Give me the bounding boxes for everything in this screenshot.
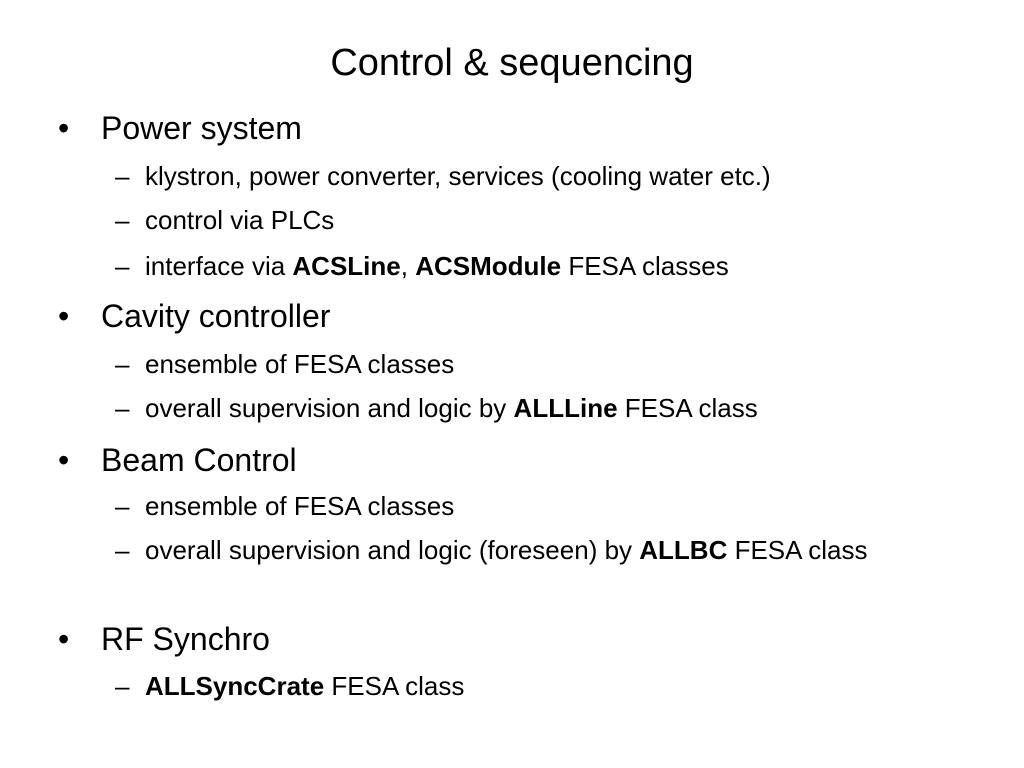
class-name: ACSModule xyxy=(415,251,562,281)
bullet-icon: • xyxy=(58,110,70,146)
text-segment: FESA classes xyxy=(561,251,729,281)
text-segment: FESA class xyxy=(324,671,465,701)
text-segment: FESA class xyxy=(727,535,868,565)
dash-icon: – xyxy=(115,251,130,281)
dash-icon: – xyxy=(115,491,130,521)
text-segment: klystron, power converter, services (coo… xyxy=(145,161,771,191)
dash-icon: – xyxy=(115,161,130,191)
dash-icon: – xyxy=(115,671,130,701)
dash-icon: – xyxy=(115,535,130,565)
class-name: ALLSyncCrate xyxy=(145,671,325,701)
dash-icon: – xyxy=(115,349,130,379)
bullet-icon: • xyxy=(58,442,70,478)
section-heading-text: RF Synchro xyxy=(101,621,270,657)
list-item-text: overall supervision and logic by ALLLine… xyxy=(145,390,915,426)
text-segment: ensemble of FESA classes xyxy=(145,349,455,379)
text-segment: overall supervision and logic by xyxy=(145,393,514,423)
class-name: ALLLine xyxy=(513,393,618,423)
list-item-text: control via PLCs xyxy=(145,202,915,238)
list-item-text: klystron, power converter, services (coo… xyxy=(145,158,915,194)
section-heading-text: Power system xyxy=(101,110,302,146)
bullet-icon: • xyxy=(58,621,70,657)
bullet-icon: • xyxy=(58,298,70,334)
text-segment: overall supervision and logic (foreseen)… xyxy=(145,535,640,565)
list-item-text: ensemble of FESA classes xyxy=(145,346,915,382)
text-segment: ensemble of FESA classes xyxy=(145,491,455,521)
text-segment: , xyxy=(400,251,416,281)
text-segment: FESA class xyxy=(617,393,758,423)
section-heading-text: Beam Control xyxy=(101,442,297,478)
list-item-text: overall supervision and logic (foreseen)… xyxy=(145,532,915,568)
list-item-text: ALLSyncCrate FESA class xyxy=(145,668,915,704)
text-segment: interface via xyxy=(145,251,293,281)
section-heading-text: Cavity controller xyxy=(101,298,331,334)
dash-icon: – xyxy=(115,205,130,235)
dash-icon: – xyxy=(115,393,130,423)
list-item-text: interface via ACSLine, ACSModule FESA cl… xyxy=(145,248,915,284)
class-name: ALLBC xyxy=(639,535,728,565)
list-item-text: ensemble of FESA classes xyxy=(145,488,915,524)
slide-title: Control & sequencing xyxy=(330,42,694,84)
text-segment: control via PLCs xyxy=(145,205,335,235)
class-name: ACSLine xyxy=(292,251,401,281)
